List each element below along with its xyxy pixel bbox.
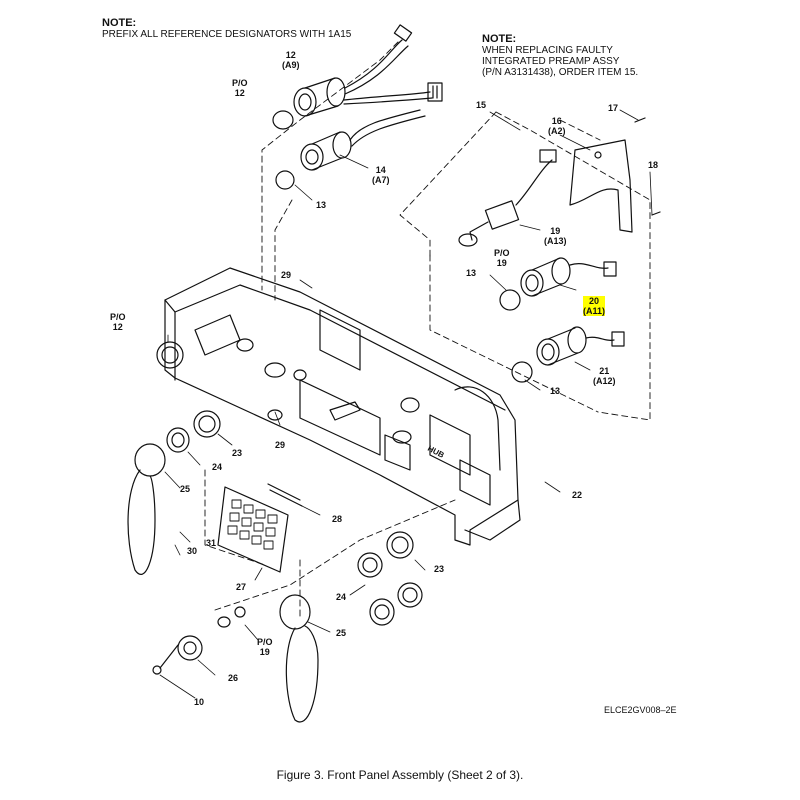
knob-24-left — [166, 427, 190, 453]
connector-a11 — [520, 257, 617, 297]
callout-29-low: 29 — [275, 440, 286, 450]
switch-a13 — [469, 149, 557, 241]
callout-15: 15 — [476, 100, 487, 110]
oring-12 — [272, 110, 294, 130]
callout-25-left: 25 — [180, 484, 191, 494]
callout-29-top: 29 — [281, 270, 292, 280]
note-heading: NOTE: — [482, 33, 517, 45]
callout-po19-mid: P/O 19 — [494, 248, 510, 268]
figure-caption: Figure 3. Front Panel Assembly (Sheet 2 … — [276, 768, 524, 782]
oring-13-top — [275, 170, 295, 190]
callout-12-a9: 12 (A9) — [282, 50, 300, 70]
callout-26: 26 — [228, 673, 239, 683]
callout-27: 27 — [236, 582, 247, 592]
callout-13-mid: 13 — [466, 268, 477, 278]
callout-13-top: 13 — [316, 200, 327, 210]
callout-25-right: 25 — [336, 628, 347, 638]
callout-10: 10 — [194, 697, 205, 707]
note-line: PREFIX ALL REFERENCE DESIGNATORS WITH 1A… — [102, 29, 352, 40]
oring-13-low — [511, 361, 533, 383]
bracket-a2 — [569, 117, 661, 233]
leader-lines — [159, 109, 653, 699]
ring-po12-left — [156, 341, 184, 369]
connector-a9 — [293, 24, 443, 117]
connector-a12 — [536, 326, 625, 366]
callout-21-a12: 21 (A12) — [593, 366, 616, 386]
cap-25-left — [127, 443, 166, 576]
callout-16-a2: 16 (A2) — [548, 116, 566, 136]
note-line: INTEGRATED PREAMP ASSY — [482, 56, 620, 67]
keypad-27 — [217, 486, 289, 573]
cap-25-right — [279, 594, 319, 723]
callout-17: 17 — [608, 103, 619, 113]
callout-24-right: 24 — [336, 592, 347, 602]
callout-14-a7: 14 (A7) — [372, 165, 390, 185]
note-heading: NOTE: — [102, 17, 137, 29]
gasket-28 — [267, 483, 301, 501]
callout-po19-low: P/O 19 — [257, 637, 273, 657]
figure-code: ELCE2GV008–2E — [604, 705, 677, 715]
assembly-guide-lines — [204, 41, 651, 621]
callout-30: 30 — [187, 546, 198, 556]
callout-20-a11: 20 (A11) — [583, 296, 606, 316]
callout-18: 18 — [648, 160, 659, 170]
note-line: WHEN REPLACING FAULTY — [482, 45, 613, 56]
callout-po12-left: P/O 12 — [110, 312, 126, 332]
oring-13-mid — [499, 289, 521, 311]
note-line: (P/N A3131438), ORDER ITEM 15. — [482, 67, 639, 78]
callout-13-low: 13 — [550, 386, 561, 396]
callout-28: 28 — [332, 514, 343, 524]
knob-24-right — [357, 552, 395, 626]
note-replacing-preamp: NOTE: WHEN REPLACING FAULTY INTEGRATED P… — [482, 33, 639, 79]
callout-23-right: 23 — [434, 564, 445, 574]
front-panel-body — [164, 267, 521, 546]
callout-19-a13: 19 (A13) — [544, 226, 567, 246]
callout-23-left: 23 — [232, 448, 243, 458]
washer-po19 — [217, 616, 231, 628]
knob-23-right — [386, 531, 423, 608]
note-prefix-designators: NOTE: PREFIX ALL REFERENCE DESIGNATORS W… — [102, 17, 352, 41]
callout-po12-top: P/O 12 — [232, 78, 248, 98]
knob-26 — [152, 635, 203, 675]
nut-19 — [458, 233, 478, 247]
knob-23-left — [193, 410, 221, 438]
connector-a7 — [300, 109, 426, 171]
callout-22: 22 — [572, 490, 583, 500]
callout-24-left: 24 — [212, 462, 223, 472]
callout-31: 31 — [206, 538, 217, 548]
